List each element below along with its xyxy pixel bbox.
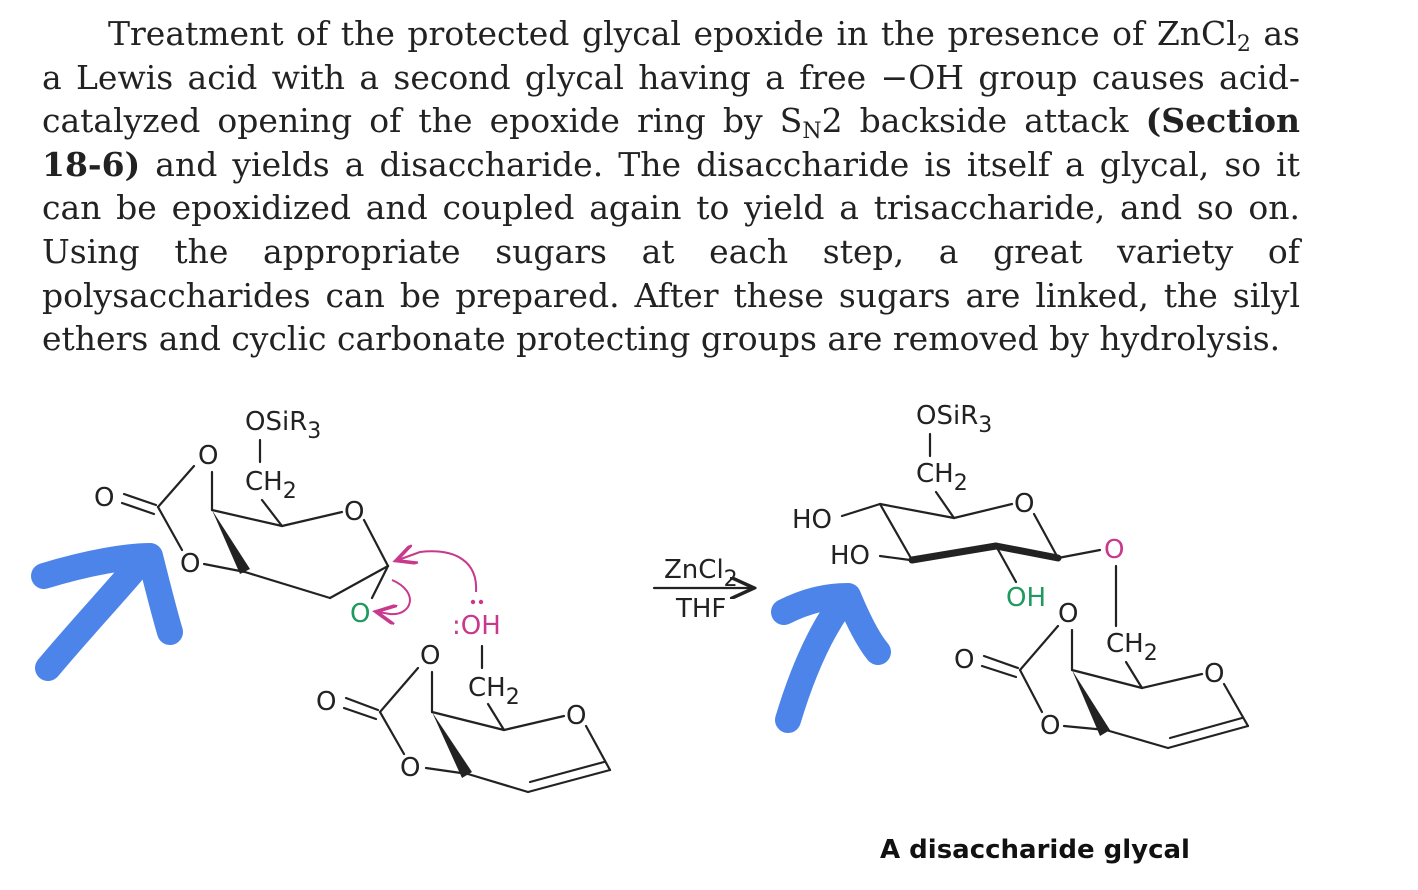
para-text-4: and yields a disaccharide. The disacchar… <box>42 144 1300 359</box>
ring-oxygen-1: O <box>344 497 364 527</box>
ho-label-1: HO <box>792 505 832 535</box>
glycal-epoxide: OSiR3 CH2 O O O O O <box>94 407 390 629</box>
ch2-label-1: CH2 <box>245 467 297 504</box>
description-paragraph: Treatment of the protected glycal epoxid… <box>42 12 1300 361</box>
carbonyl-oxygen-2: O <box>316 687 336 717</box>
ring-opening-arrow <box>378 579 411 614</box>
para-sub-2: N <box>802 119 822 145</box>
product-caption: A disaccharide glycal <box>880 835 1190 865</box>
section-reference: (Section 18-6) <box>42 101 1300 184</box>
attack-arrow <box>398 551 478 593</box>
oh-label-product: OH <box>1006 583 1046 613</box>
carbonate-oxygen-2a: O <box>420 641 440 671</box>
glycal-nucleophile: :OH CH2 O O O O <box>316 599 612 794</box>
para-sub-1: 2 <box>1236 32 1251 57</box>
carbonyl-oxygen-1: O <box>94 483 114 513</box>
carbonate-oxygen-1b: O <box>180 549 200 579</box>
annotation-arrow-left <box>31 543 183 681</box>
annotation-arrow-right <box>771 583 891 733</box>
glycosidic-oxygen: O <box>1104 535 1124 565</box>
reagent-zncl2: ZnCl2 <box>664 555 738 592</box>
ch2-label-2: CH2 <box>468 673 520 710</box>
carbonate-oxygen-2b: O <box>400 753 420 783</box>
ring-oxygen-3: O <box>1014 489 1034 519</box>
para-text-3: 2 backside attack <box>821 101 1146 141</box>
para-text-1: Treatment of the protected glycal epoxid… <box>108 14 1237 53</box>
osir3-label-1: OSiR3 <box>245 407 321 444</box>
solvent-thf: THF <box>675 594 726 624</box>
epoxide-oxygen: O <box>350 599 370 629</box>
carbonate-oxygen-4a: O <box>1058 599 1078 629</box>
ch2-label-3: CH2 <box>916 459 968 496</box>
carbonate-oxygen-4b: O <box>1040 711 1060 741</box>
carbonyl-oxygen-4: O <box>954 645 974 675</box>
ring-oxygen-4: O <box>1204 659 1224 689</box>
reaction-arrow: ZnCl2 THF <box>652 555 752 624</box>
ring-oxygen-2: O <box>566 701 586 731</box>
nucleophile-oh: :OH <box>452 611 501 641</box>
ho-label-2: HO <box>830 541 870 571</box>
disaccharide-product: OSiR3 CH2 HO O HO OH O CH2 O O O <box>792 401 1250 750</box>
ch2-label-4: CH2 <box>1106 629 1158 666</box>
osir3-label-3: OSiR3 <box>916 401 992 438</box>
carbonate-oxygen-1a: O <box>198 441 218 471</box>
para-text-2: as a Lewis acid with a second glycal hav… <box>42 14 1300 141</box>
